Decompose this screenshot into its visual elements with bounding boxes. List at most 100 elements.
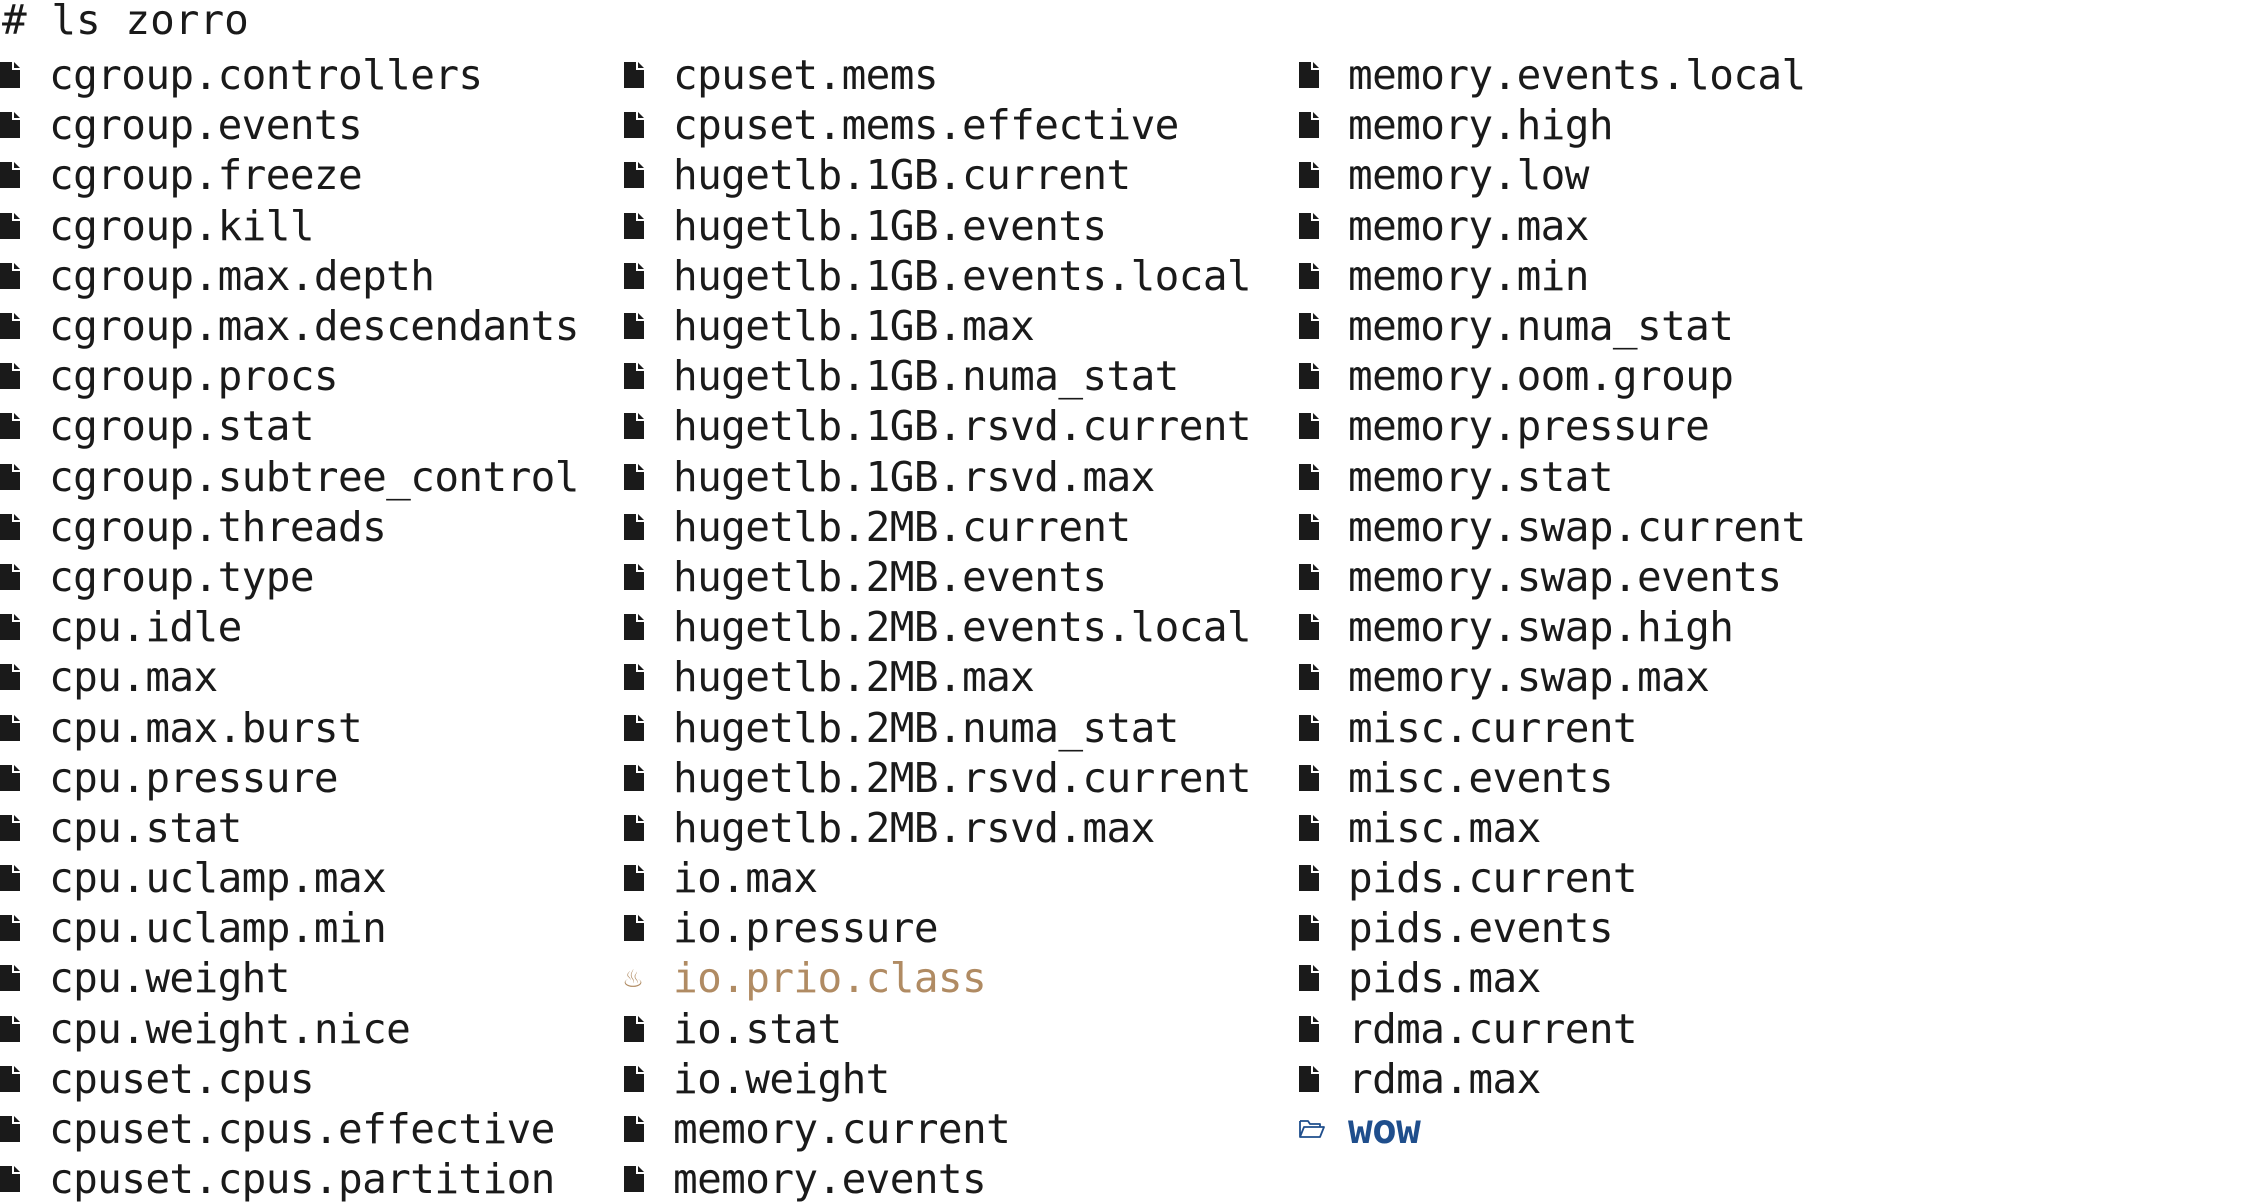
file-icon	[1299, 462, 1325, 492]
file-icon	[0, 813, 26, 843]
entry-name: memory.numa_stat	[1348, 302, 1734, 351]
file-entry: cgroup.stat	[0, 401, 579, 451]
file-entry: misc.current	[1299, 702, 1806, 752]
entry-name: cpu.idle	[49, 603, 242, 652]
file-icon	[0, 1114, 26, 1144]
file-icon	[0, 160, 26, 190]
file-icon	[624, 1014, 650, 1044]
entry-name: cpu.weight	[49, 954, 290, 1003]
file-icon	[0, 963, 26, 993]
file-entry: io.weight	[624, 1054, 1251, 1104]
file-entry: hugetlb.2MB.events	[624, 552, 1251, 602]
file-entry: cpuset.mems	[624, 50, 1251, 100]
entry-name: pids.current	[1348, 854, 1638, 903]
file-entry: cpu.max.burst	[0, 702, 579, 752]
entry-name: memory.pressure	[1348, 402, 1710, 451]
file-icon	[624, 512, 650, 542]
file-entry: hugetlb.1GB.rsvd.current	[624, 401, 1252, 451]
file-entry: hugetlb.1GB.events	[624, 201, 1251, 251]
file-icon	[624, 763, 650, 793]
file-entry: cpu.pressure	[0, 753, 579, 803]
coffee-cup-icon: ♨	[624, 960, 643, 996]
entry-name: cpuset.mems	[673, 51, 939, 100]
file-entry: io.stat	[624, 1004, 1251, 1054]
file-icon	[0, 913, 26, 943]
file-entry: hugetlb.2MB.rsvd.max	[624, 803, 1251, 853]
file-icon	[0, 713, 26, 743]
file-icon	[624, 361, 650, 391]
file-icon	[624, 1064, 650, 1094]
file-entry: pids.current	[1299, 853, 1806, 903]
file-entry: hugetlb.2MB.events.local	[624, 602, 1252, 652]
entry-name: memory.current	[673, 1105, 1011, 1154]
file-icon	[0, 1164, 26, 1194]
entry-name: hugetlb.2MB.rsvd.current	[673, 753, 1252, 802]
entry-name: memory.swap.max	[1348, 653, 1710, 702]
file-entry: cpu.max	[0, 652, 579, 702]
entry-name: hugetlb.2MB.events	[673, 552, 1107, 601]
entry-name: cgroup.max.descendants	[49, 302, 579, 351]
file-icon	[0, 411, 26, 441]
file-entry: hugetlb.2MB.current	[624, 502, 1251, 552]
entry-name: hugetlb.2MB.events.local	[673, 603, 1252, 652]
command-text: ls zorro	[51, 0, 249, 44]
file-icon	[0, 110, 26, 140]
file-icon	[1299, 160, 1325, 190]
entry-name: hugetlb.2MB.rsvd.max	[673, 803, 1155, 852]
entry-name: cpu.uclamp.max	[49, 854, 387, 903]
file-icon	[1299, 713, 1325, 743]
file-entry: cgroup.subtree_control	[0, 452, 579, 502]
entry-name: memory.swap.current	[1348, 502, 1806, 551]
file-entry: hugetlb.1GB.rsvd.max	[624, 452, 1251, 502]
file-entry: cgroup.max.depth	[0, 251, 579, 301]
entry-name: io.prio.class	[673, 954, 987, 1003]
entry-name: cgroup.max.depth	[49, 251, 435, 300]
file-entry: misc.events	[1299, 753, 1806, 803]
file-icon	[0, 863, 26, 893]
entry-name: hugetlb.1GB.rsvd.max	[673, 452, 1155, 501]
entry-name: cgroup.freeze	[49, 151, 363, 200]
entry-name: rdma.current	[1348, 1004, 1638, 1053]
file-entry: cgroup.events	[0, 100, 579, 150]
file-entry: hugetlb.1GB.current	[624, 150, 1251, 200]
entry-name: memory.min	[1348, 251, 1589, 300]
file-entry: memory.min	[1299, 251, 1806, 301]
file-icon	[0, 1064, 26, 1094]
file-icon	[624, 462, 650, 492]
entry-name: rdma.max	[1348, 1054, 1541, 1103]
file-entry: cpu.weight.nice	[0, 1004, 579, 1054]
entry-name: memory.events	[673, 1155, 987, 1204]
file-entry: memory.oom.group	[1299, 351, 1806, 401]
entry-name: cgroup.stat	[49, 402, 315, 451]
file-icon	[0, 311, 26, 341]
entry-name: cpuset.cpus.partition	[49, 1155, 555, 1204]
file-entry: memory.stat	[1299, 452, 1806, 502]
file-icon	[0, 763, 26, 793]
file-icon	[0, 1014, 26, 1044]
entry-name: misc.events	[1348, 753, 1614, 802]
file-entry: cpuset.mems.effective	[624, 100, 1251, 150]
file-icon	[1299, 512, 1325, 542]
file-icon	[1299, 963, 1325, 993]
folder-icon	[1299, 1114, 1325, 1144]
file-icon	[1299, 411, 1325, 441]
file-icon	[1299, 211, 1325, 241]
entry-name: cpu.pressure	[49, 753, 339, 802]
file-entry: memory.events	[624, 1154, 1251, 1204]
entry-name: cpu.weight.nice	[49, 1004, 411, 1053]
file-icon	[624, 160, 650, 190]
entry-name: cpu.stat	[49, 803, 242, 852]
file-icon	[1299, 361, 1325, 391]
entry-name: cgroup.procs	[49, 352, 339, 401]
file-icon	[1299, 913, 1325, 943]
file-entry: cpu.stat	[0, 803, 579, 853]
file-entry: cpuset.cpus	[0, 1054, 579, 1104]
entry-name: pids.max	[1348, 954, 1541, 1003]
entry-name: cpu.max.burst	[49, 703, 363, 752]
entry-name: cgroup.type	[49, 552, 315, 601]
file-icon	[0, 612, 26, 642]
